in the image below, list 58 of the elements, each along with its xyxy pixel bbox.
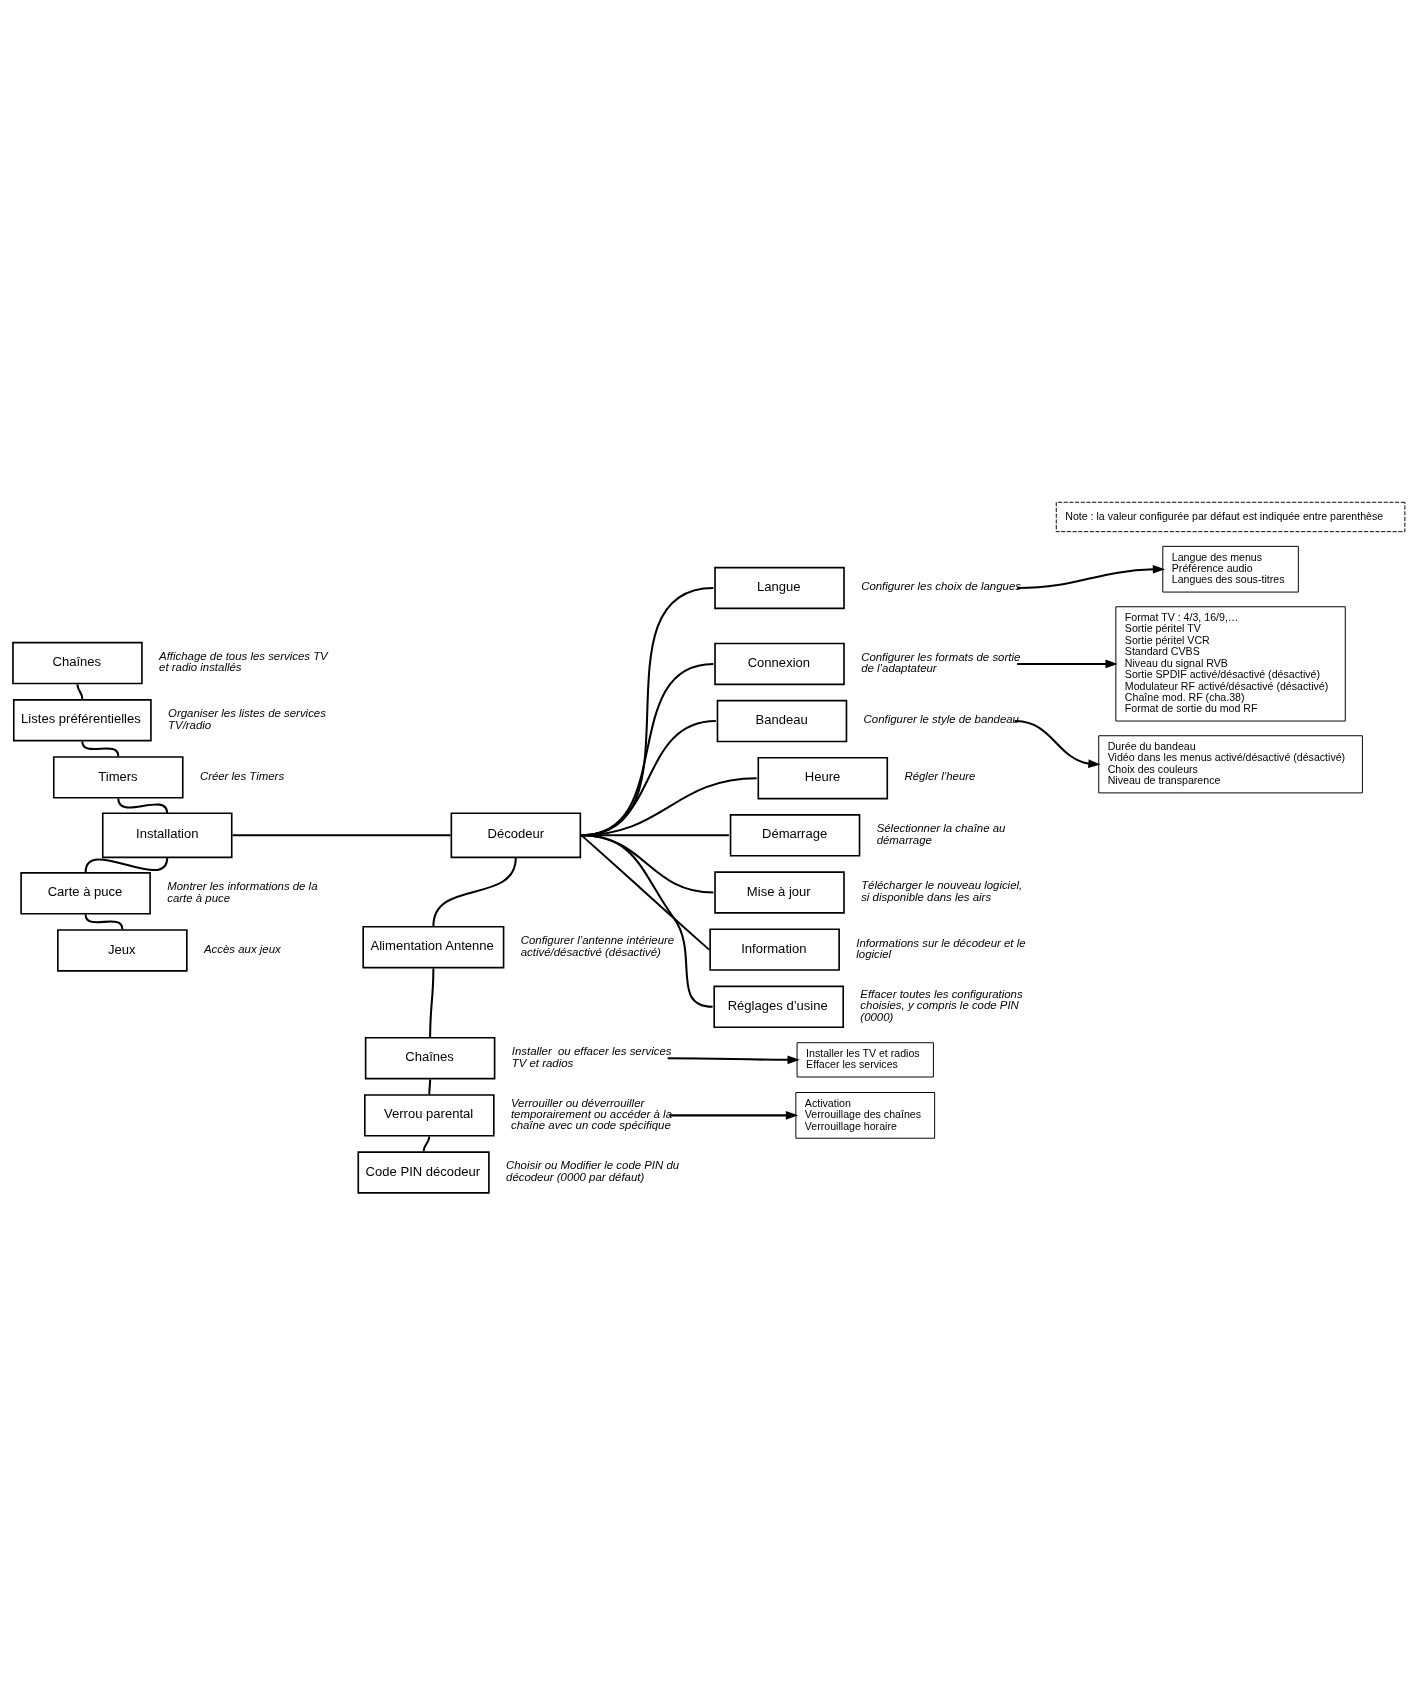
node-box: Note : la valeur configurée par défaut est indiquée entre parenthèse — [1055, 501, 1406, 533]
node-box: Alimentation Antenne — [362, 925, 505, 969]
node-label: Installer ou effacer les services TV et radios — [511, 1045, 672, 1069]
node-box: Carte à puce — [20, 872, 151, 915]
node-box: Langue — [714, 566, 845, 610]
node-box: Mise à jour — [714, 871, 845, 914]
node-box: Chaînes — [364, 1037, 496, 1080]
node-box: Connexion — [714, 642, 845, 686]
connector — [76, 684, 84, 700]
connector — [429, 968, 435, 1037]
node-box: Démarrage — [729, 814, 861, 857]
node-box: Heure — [757, 756, 889, 800]
node-box: Bandeau — [716, 699, 848, 743]
connector — [422, 1136, 431, 1152]
node-box: Langue des menus Préférence audio Langues des sous-titres — [1162, 545, 1299, 593]
node-label: Accès aux jeux — [203, 942, 281, 955]
connector — [581, 834, 714, 894]
node-label: Choisir ou Modifier le code PIN du décodeur (0000 par défaut) — [506, 1159, 680, 1183]
node-box: Listes préférentielles — [12, 699, 152, 742]
node-box: Jeux — [57, 929, 188, 972]
node-label: Télécharger le nouveau logiciel, si disponible dans les airs — [861, 879, 1023, 903]
arrow — [1014, 720, 1101, 768]
node-label: Organiser les listes de services TV/radio — [168, 707, 326, 731]
node-label: Configurer l’antenne intérieure activé/désactivé (désactivé) — [520, 934, 675, 958]
node-label: Créer les Timers — [199, 769, 285, 782]
node-box: Réglages d’usine — [713, 985, 844, 1028]
node-label: Verrouiller ou déverrouiller temporairement ou accéder à la chaîne avec un code spécifique — [510, 1096, 672, 1132]
arrow — [1017, 659, 1118, 669]
node-label: Informations sur le décodeur et le logiciel — [856, 936, 1026, 960]
connector — [428, 1079, 432, 1095]
node-label: Configurer le style de bandeau — [863, 713, 1019, 726]
node-label: Sélectionner la chaîne au démarrage — [876, 822, 1006, 846]
node-box: Verrou parental — [364, 1094, 495, 1137]
node-box: Décodeur — [450, 812, 582, 859]
node-label: Configurer les choix de langues — [861, 580, 1021, 593]
connector — [580, 834, 710, 951]
arrow — [669, 1111, 799, 1120]
arrow — [667, 1055, 800, 1065]
node-label: Montrer les informations de la carte à puce — [167, 880, 318, 904]
node-box: Activation Verrouillage des chaînes Verrouillage horaire — [795, 1092, 936, 1139]
connector — [581, 834, 713, 1008]
connector — [84, 914, 124, 930]
node-label: Effacer toutes les configurations choisies, y compris le code PIN (0000) — [860, 987, 1023, 1023]
connector — [432, 857, 517, 927]
node-box: Format TV : 4/3, 16/9,… Sortie péritel TV Sortie péritel VCR Standard CVBS Niveau du signal RVB Sortie SPDIF activé/désactivé (désactivé) Modulateur RF activé/désactivé (désactivé) Chaîne mod. RF (cha.38) Format de sortie du mod RF — [1115, 606, 1346, 722]
node-label: Affichage de tous les services TV et radio installés — [159, 649, 328, 674]
node-box: Installation — [101, 812, 233, 859]
arrow — [1017, 565, 1166, 589]
node-box: Timers — [52, 756, 184, 799]
connector — [81, 741, 120, 757]
connector — [232, 834, 451, 837]
node-box: Code PIN décodeur — [357, 1151, 490, 1194]
node-box: Information — [709, 928, 840, 971]
node-box: Chaînes — [12, 641, 143, 685]
node-label: Configurer les formats de sortie de l’adaptateur — [861, 650, 1021, 675]
node-box: Durée du bandeau Vidéo dans les menus activé/désactivé (désactivé) Choix des couleurs Niveau de transparence — [1098, 735, 1363, 794]
node-box: Installer les TV et radios Effacer les services — [796, 1042, 934, 1078]
node-label: Régler l’heure — [904, 770, 976, 783]
